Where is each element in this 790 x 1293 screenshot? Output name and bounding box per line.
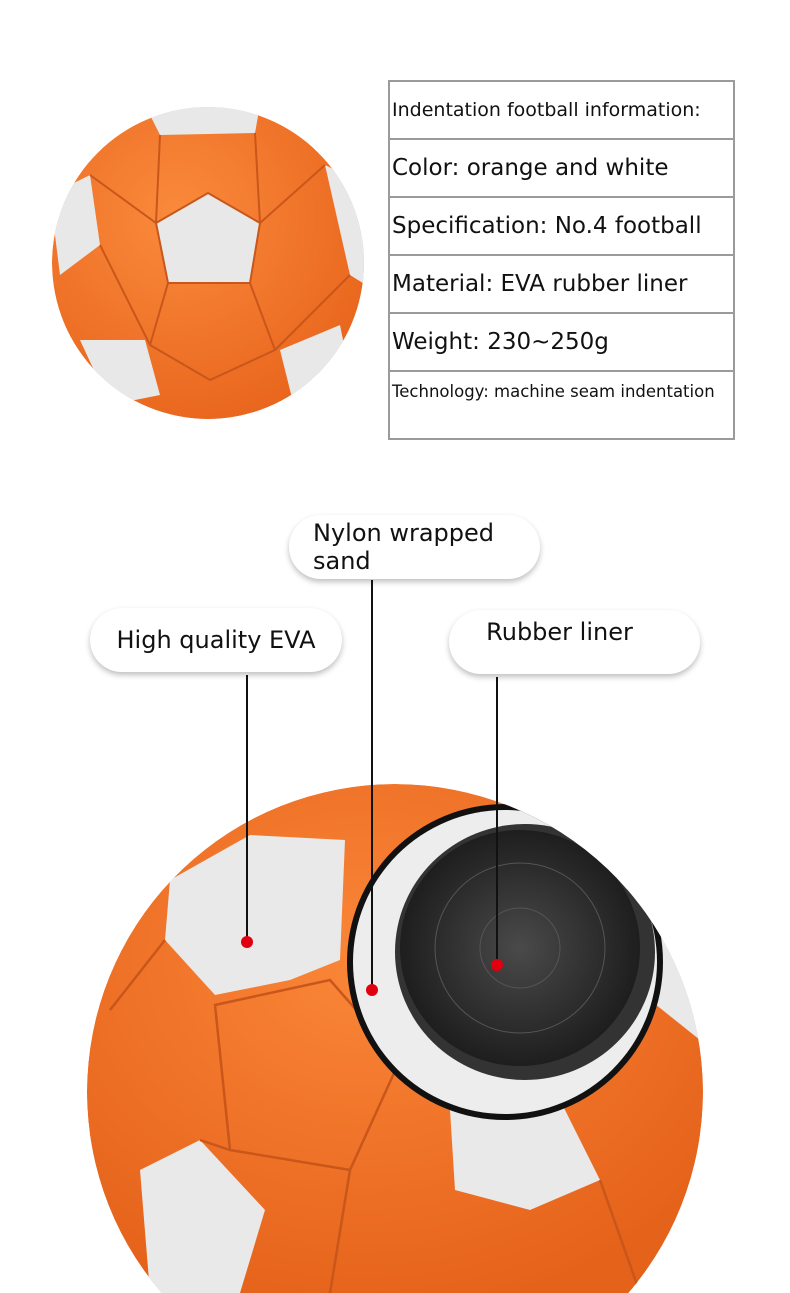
spec-table-title: Indentation football information: [388,80,735,140]
nylon-marker-dot [366,984,378,996]
callout-nylon-wrapped-sand: Nylon wrapped sand [289,515,540,579]
football-cross-section-image [87,784,703,1293]
callout-label: High quality EVA [116,626,316,654]
football-product-image [52,107,364,419]
eva-marker-dot [241,936,253,948]
rubber-marker-dot [491,959,503,971]
callout-rubber-liner: Rubber liner [449,610,700,674]
spec-specification: Specification: No.4 football [388,196,735,256]
spec-material: Material: EVA rubber liner [388,254,735,314]
eva-leader-line [246,675,248,942]
spec-color: Color: orange and white [388,138,735,198]
callout-label: Nylon wrapped sand [313,519,495,575]
spec-table: Indentation football information: Color:… [388,80,735,440]
callout-label: Rubber liner [486,618,633,646]
spec-weight: Weight: 230~250g [388,312,735,372]
nylon-leader-line [371,580,373,990]
callout-high-quality-eva: High quality EVA [90,608,342,672]
rubber-leader-line [496,677,498,965]
spec-technology: Technology: machine seam indentation [388,370,735,440]
